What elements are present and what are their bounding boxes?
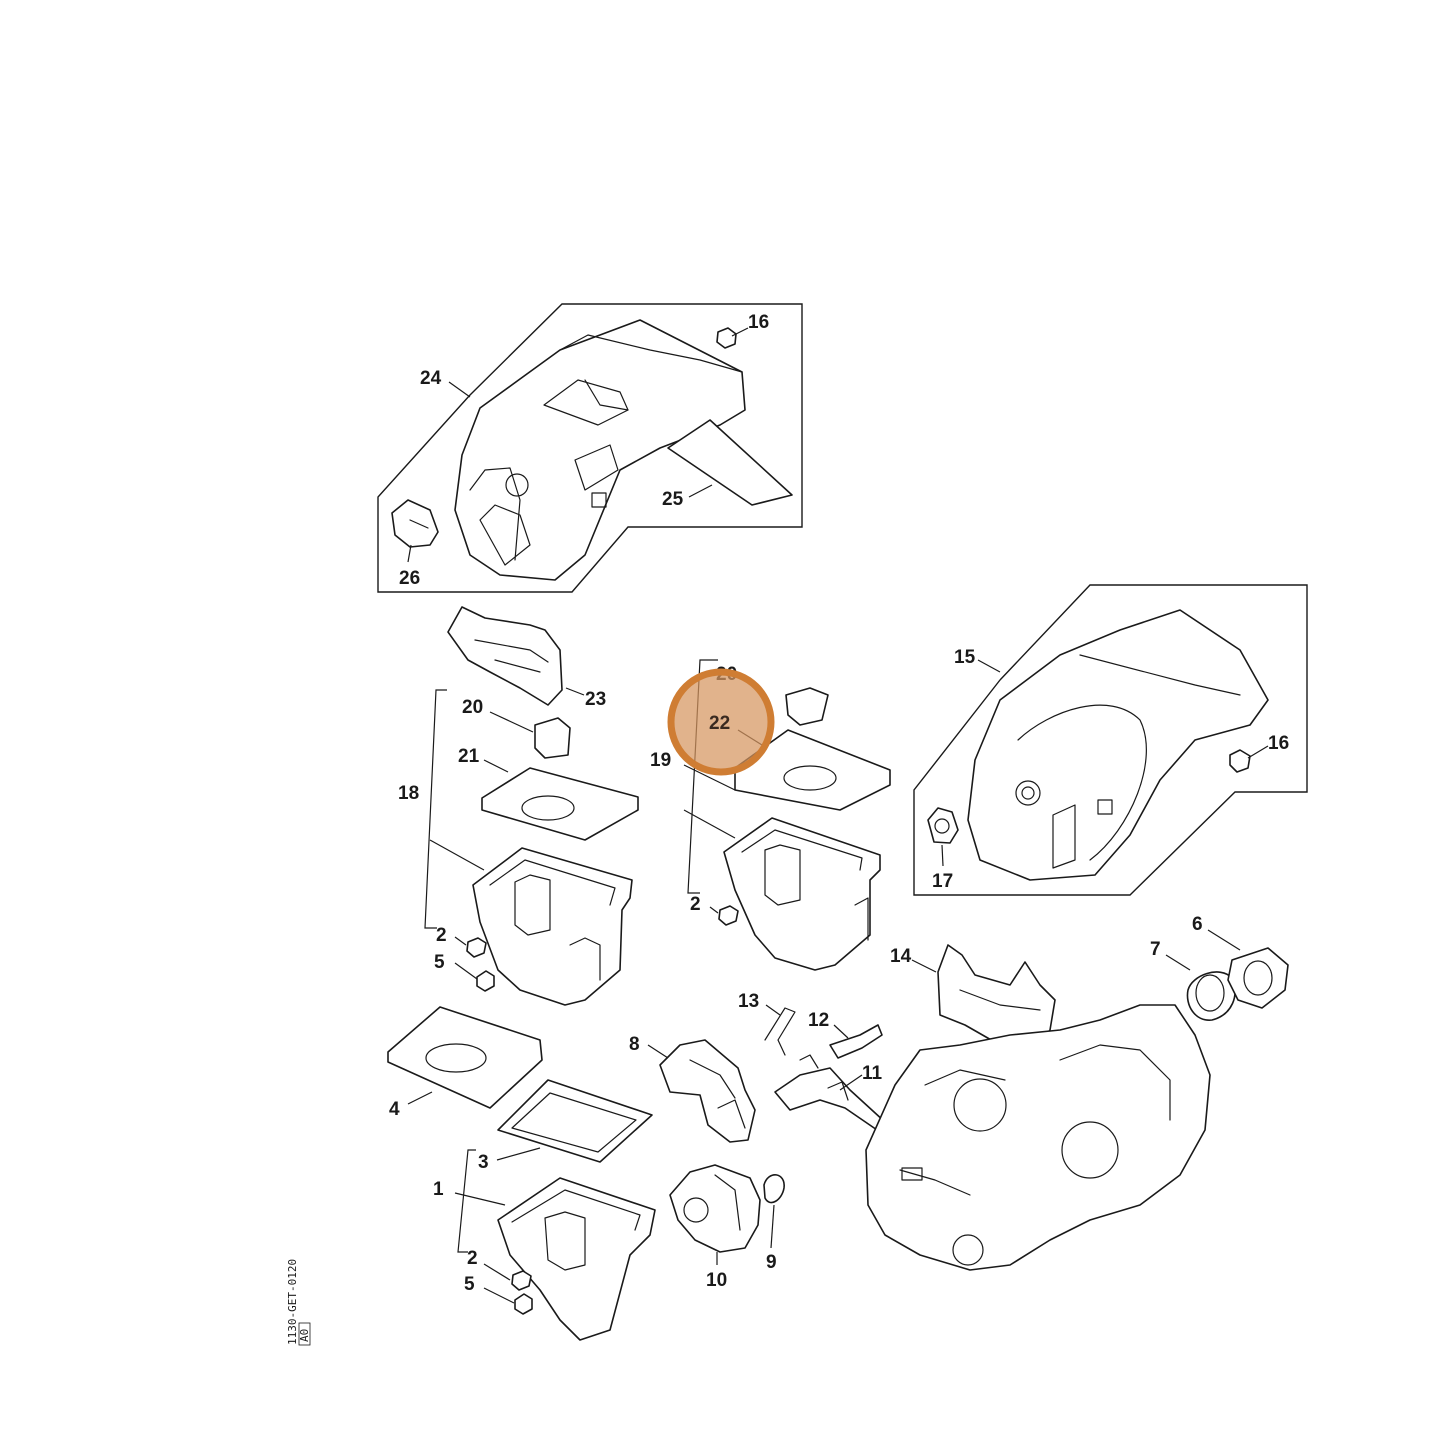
callout-17[interactable]: 17 — [932, 871, 953, 892]
callout-22[interactable]: 22 — [709, 713, 730, 734]
box-18[interactable] — [472, 847, 633, 1006]
box-19[interactable] — [723, 817, 881, 971]
callout-6[interactable]: 6 — [1192, 914, 1203, 935]
sleeve-20-left[interactable] — [534, 717, 571, 759]
callout-1[interactable]: 1 — [433, 1179, 444, 1200]
shroud-24[interactable] — [454, 319, 746, 581]
callout-14[interactable]: 14 — [890, 946, 912, 967]
strip-25[interactable] — [667, 419, 793, 506]
callout-11[interactable]: 11 — [862, 1063, 883, 1084]
drawing-code: 1130-GET-0120 — [286, 1259, 299, 1345]
lever-12[interactable] — [829, 1024, 883, 1059]
callout-2-bottom[interactable]: 2 — [467, 1248, 478, 1269]
drawing-code-block: 1130-GET-0120 A0 — [286, 1259, 311, 1346]
callout-8[interactable]: 8 — [629, 1034, 640, 1055]
filter-21-left[interactable] — [481, 767, 639, 841]
callout-4[interactable]: 4 — [389, 1099, 400, 1120]
highlight-circle — [667, 668, 775, 776]
middle-stack-group — [718, 687, 891, 971]
callout-9[interactable]: 9 — [766, 1252, 777, 1273]
bottom-left-group — [387, 1006, 656, 1341]
callout-16-right[interactable]: 16 — [1268, 733, 1289, 754]
callout-19[interactable]: 19 — [650, 750, 671, 771]
center-parts-group — [659, 1007, 886, 1253]
grommet-2-bottom[interactable] — [511, 1270, 532, 1291]
left-stack-group — [447, 606, 639, 1006]
callouts: 24 16 25 26 15 16 17 23 20 21 18 2 5 20 … — [389, 312, 1289, 1295]
callout-18[interactable]: 18 — [398, 783, 419, 804]
highlight-marker: 22 — [667, 668, 775, 776]
cover-15[interactable] — [967, 609, 1269, 881]
sleeve-20-mid[interactable] — [785, 687, 829, 726]
leader-lines — [407, 327, 1269, 1304]
callout-16-top[interactable]: 16 — [748, 312, 769, 333]
frame-3[interactable] — [497, 1079, 653, 1163]
clip-9[interactable] — [763, 1174, 785, 1204]
callout-15[interactable]: 15 — [954, 647, 976, 668]
callout-12[interactable]: 12 — [808, 1010, 829, 1031]
callout-21[interactable]: 21 — [458, 746, 480, 767]
flange-6[interactable] — [1227, 947, 1289, 1009]
knob-17[interactable] — [927, 807, 959, 844]
callout-26[interactable]: 26 — [399, 568, 420, 589]
grommet-2-mid[interactable] — [718, 905, 739, 926]
crankcase[interactable] — [865, 1004, 1211, 1271]
grommet-2-left[interactable] — [466, 937, 487, 958]
filter-4[interactable] — [387, 1006, 543, 1109]
callout-24[interactable]: 24 — [420, 368, 442, 389]
nut-16-right[interactable] — [1229, 749, 1251, 773]
baffle-23[interactable] — [447, 606, 563, 706]
callout-10[interactable]: 10 — [706, 1270, 727, 1291]
base-1[interactable] — [497, 1177, 656, 1341]
top-cover-group — [377, 303, 803, 593]
callout-5-upper[interactable]: 5 — [434, 952, 445, 973]
crankcase-group — [865, 944, 1289, 1271]
callout-5-lower[interactable]: 5 — [464, 1274, 475, 1295]
callout-2-left[interactable]: 2 — [436, 925, 447, 946]
nut-5-lower[interactable] — [514, 1293, 533, 1315]
baffle-14[interactable] — [937, 944, 1056, 1056]
callout-20-left[interactable]: 20 — [462, 697, 483, 718]
callout-23[interactable]: 23 — [585, 689, 606, 710]
side-cover-frame — [913, 584, 1308, 896]
side-cover-group — [913, 584, 1308, 896]
drawing-code-sub: A0 — [298, 1329, 311, 1342]
bracket-8[interactable] — [659, 1039, 756, 1143]
carburetor-10[interactable] — [669, 1164, 761, 1253]
nut-16-top[interactable] — [716, 327, 737, 349]
callout-13[interactable]: 13 — [738, 991, 759, 1012]
nut-5-upper[interactable] — [476, 970, 495, 992]
top-cover-frame — [377, 303, 803, 593]
ring-7[interactable] — [1186, 971, 1236, 1021]
rod-13[interactable] — [764, 1007, 796, 1056]
callout-25[interactable]: 25 — [662, 489, 684, 510]
knob-26[interactable] — [391, 499, 439, 548]
callout-7[interactable]: 7 — [1150, 939, 1161, 960]
callout-2-mid[interactable]: 2 — [690, 894, 701, 915]
callout-3[interactable]: 3 — [478, 1152, 489, 1173]
